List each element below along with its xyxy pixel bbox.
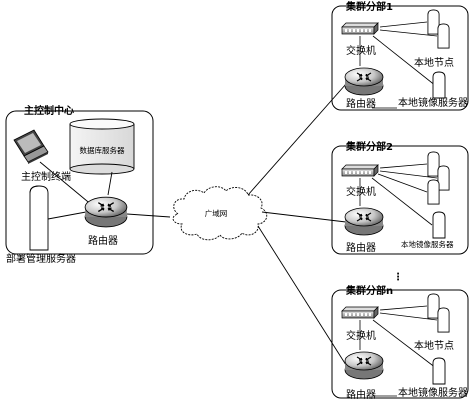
link-terminal-router bbox=[39, 161, 94, 207]
cluster1-link-switch-nodeb bbox=[379, 29, 438, 37]
cluster1-frame bbox=[331, 5, 469, 111]
cluster1-router-label: 路由器 bbox=[346, 97, 376, 110]
cluster2-node-b-icon bbox=[437, 165, 450, 191]
cluster2-router-label: 路由器 bbox=[346, 241, 376, 254]
cluster2-mirror-icon bbox=[432, 211, 446, 239]
main-terminal-label: 主控制终端 bbox=[21, 170, 71, 183]
cluster1-mirror-icon bbox=[432, 71, 446, 99]
clustern-switch-label: 交换机 bbox=[346, 329, 376, 342]
main-center-title: 主控制中心 bbox=[24, 104, 74, 117]
main-control-center: 主控制中心 主控制终端 数据库服务器 部署管理服务器 路由器 bbox=[5, 104, 154, 265]
link-wan-cluster1 bbox=[247, 83, 347, 196]
deploy-server-icon bbox=[29, 185, 49, 251]
database-server-icon bbox=[69, 118, 135, 175]
cluster1-link-switch-nodea bbox=[379, 21, 428, 28]
cluster2-link-switch-mirror bbox=[371, 177, 433, 226]
cluster2-node-c-icon bbox=[427, 179, 440, 205]
clustern-mirror-label: 本地镜像服务器 bbox=[398, 386, 468, 399]
link-deploy-router bbox=[47, 211, 87, 220]
clustern-link-switch-nodea bbox=[379, 305, 428, 311]
cluster2-frame bbox=[331, 145, 469, 255]
cluster2-link-switch-nodec bbox=[377, 173, 428, 193]
laptop-icon bbox=[13, 129, 49, 164]
link-wan-clustern bbox=[257, 225, 347, 366]
clustern-node-b-icon bbox=[437, 307, 450, 333]
clustern-router-label: 路由器 bbox=[346, 388, 376, 401]
clustern-router-icon bbox=[344, 351, 384, 380]
cluster2-switch-icon bbox=[341, 164, 379, 177]
cluster1-switch-icon bbox=[341, 22, 379, 35]
cluster-1: 集群分部1 交换机 本地节点 路由器 本地镜像服务器 bbox=[331, 0, 469, 111]
wan-cloud bbox=[172, 186, 268, 241]
cluster-2: 集群分部2 交换机 路由器 本地镜像服务器 bbox=[331, 140, 469, 255]
cluster2-router-icon bbox=[344, 207, 384, 236]
clustern-node-a-icon bbox=[427, 293, 440, 319]
cluster2-link-switch-nodeb bbox=[379, 170, 438, 179]
cluster2-switch-label: 交换机 bbox=[346, 185, 376, 198]
main-router-label: 路由器 bbox=[88, 234, 118, 247]
cluster1-switch-label: 交换机 bbox=[346, 44, 376, 57]
clustern-switch-icon bbox=[341, 306, 379, 319]
wan-label: 广域网 bbox=[205, 208, 228, 218]
cluster-n: 集群分部n 交换机 本地节点 路由器 本地镜像服务器 bbox=[331, 284, 469, 401]
clustern-local-nodes-label: 本地节点 bbox=[414, 339, 454, 352]
cluster1-node-a-icon bbox=[427, 9, 440, 35]
cluster1-node-b-icon bbox=[437, 23, 450, 49]
cluster1-mirror-label: 本地镜像服务器 bbox=[398, 96, 468, 109]
more-clusters-ellipsis: ⋮ bbox=[393, 272, 403, 283]
main-center-frame bbox=[5, 110, 154, 255]
cluster2-mirror-label: 本地镜像服务器 bbox=[401, 239, 454, 249]
cluster1-local-nodes-label: 本地节点 bbox=[414, 56, 454, 69]
cluster2-node-a-icon bbox=[427, 151, 440, 177]
db-server-label: 数据库服务器 bbox=[80, 145, 125, 155]
link-main-wan bbox=[126, 213, 171, 218]
clustern-link-switch-mirror bbox=[372, 319, 437, 369]
main-router-icon bbox=[84, 196, 128, 228]
cluster1-router-icon bbox=[344, 67, 384, 96]
clustern-link-switch-nodeb bbox=[379, 312, 438, 321]
cluster1-title: 集群分部1 bbox=[345, 0, 393, 13]
cluster2-title: 集群分部2 bbox=[345, 140, 393, 153]
cluster1-link-switch-mirror bbox=[372, 35, 437, 87]
link-wan-cluster2 bbox=[261, 211, 347, 223]
deploy-server-label: 部署管理服务器 bbox=[6, 252, 76, 265]
cluster2-link-switch-nodea bbox=[379, 163, 428, 169]
clustern-frame bbox=[331, 289, 469, 399]
link-db-router bbox=[107, 171, 113, 196]
clustern-mirror-icon bbox=[432, 357, 446, 385]
clustern-title: 集群分部n bbox=[345, 284, 393, 297]
